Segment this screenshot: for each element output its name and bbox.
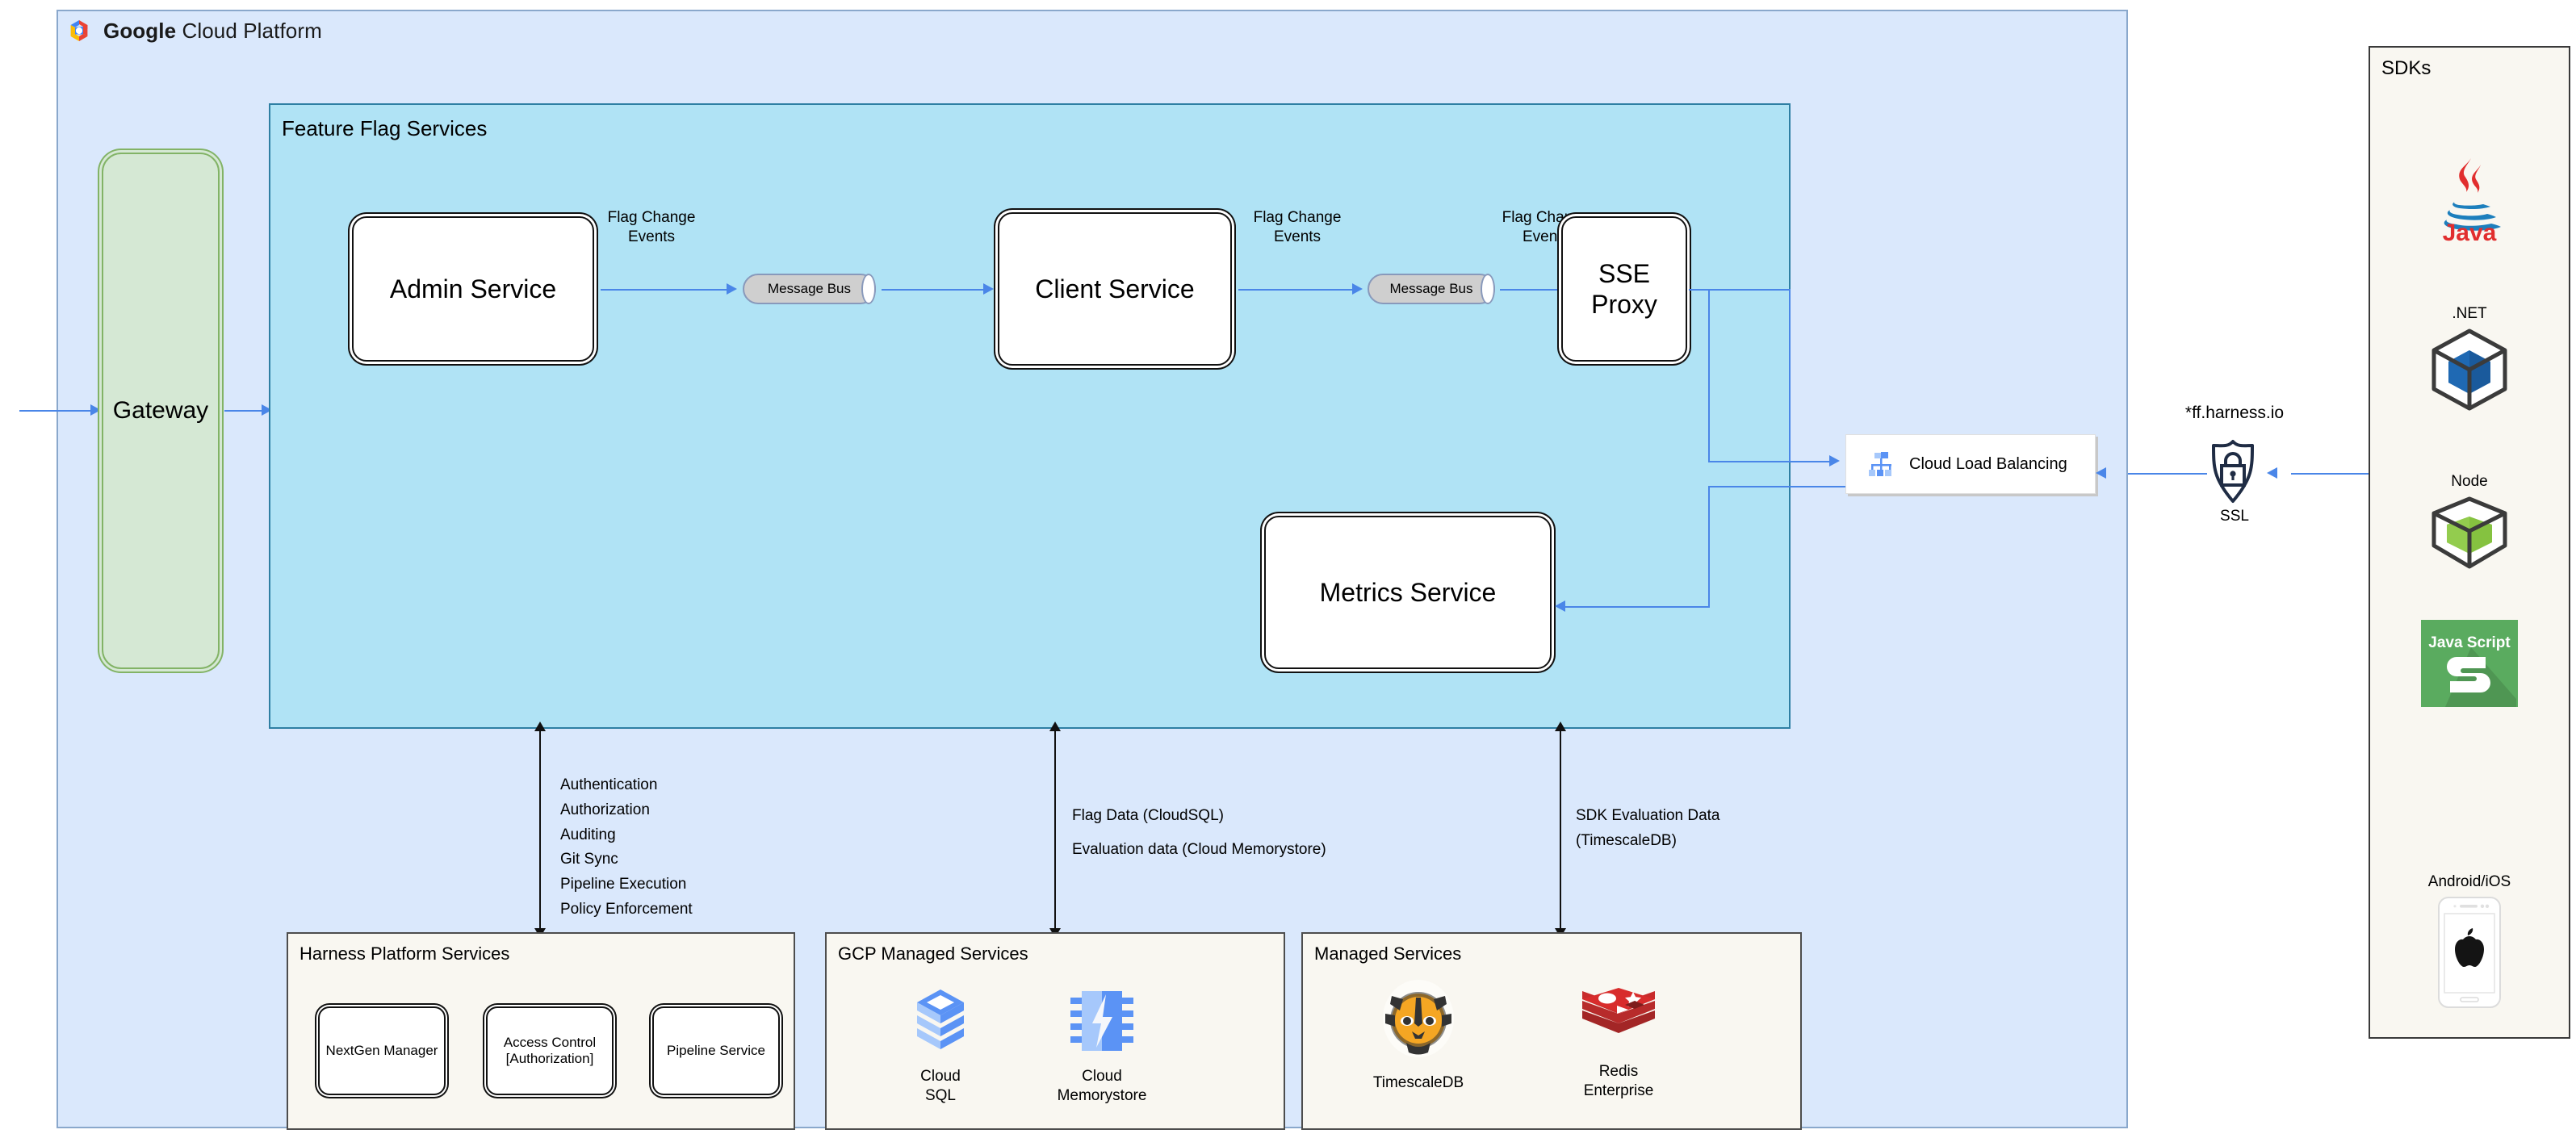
admin-to-bus-arrowhead — [727, 283, 737, 295]
gateway-node[interactable]: Gateway — [102, 153, 220, 669]
gateway-out-line — [224, 410, 265, 412]
ssl-to-lb-arrowhead — [2096, 467, 2106, 479]
message-bus-1[interactable]: Message Bus — [743, 274, 876, 304]
sdk-item-java[interactable]: Java — [2369, 153, 2570, 242]
gcp-managed-services-title: GCP Managed Services — [838, 943, 1028, 964]
harness-service-access-control[interactable]: Access Control [Authorization] — [486, 1006, 614, 1095]
cloud-sql-icon — [917, 989, 964, 1049]
harness-link-line — [539, 728, 541, 933]
lb-metrics-arrowhead — [1555, 600, 1565, 612]
sdk-item-node[interactable]: Node — [2369, 473, 2570, 571]
managed-services-title: Managed Services — [1314, 943, 1462, 964]
cloud-load-balancing-card[interactable]: Cloud Load Balancing — [1845, 434, 2096, 494]
sdk-to-ssl-arrowhead — [2267, 467, 2277, 479]
bus-to-sse-line — [1500, 289, 1569, 291]
cloud-load-balancing-icon — [1869, 452, 1891, 476]
sdks-title: SDKs — [2381, 57, 2431, 79]
gcp-item-cloud-sql[interactable]: Cloud SQL — [888, 986, 993, 1106]
client-to-bus-arrowhead — [1352, 283, 1363, 295]
gcp-managed-services-panel: GCP Managed Services — [825, 932, 1285, 1130]
managed-item-timescaledb[interactable]: TimescaleDB — [1350, 977, 1487, 1093]
harness-service-pipeline-service[interactable]: Pipeline Service — [652, 1006, 780, 1095]
inbound-line — [19, 410, 92, 412]
google-cloud-logo-icon — [70, 20, 88, 41]
java-icon: Java — [2443, 158, 2501, 242]
sse-lb-seg-h2 — [1708, 461, 1833, 462]
bus-to-client-line — [882, 289, 986, 291]
gcp-item-cloud-memorystore[interactable]: Cloud Memorystore — [1033, 986, 1171, 1106]
gcp-data-annotation-2: Evaluation data (Cloud Memorystore) — [1072, 841, 1326, 858]
timescaledb-tiger-icon — [1383, 980, 1454, 1057]
flow-label-1: Flag Change Events — [607, 209, 696, 246]
cloud-memorystore-icon — [1070, 991, 1133, 1051]
dotnet-cube-icon — [2431, 328, 2507, 411]
managed-item-redis-label: Redis Enterprise — [1583, 1063, 1654, 1099]
sse-lb-seg-h1 — [1689, 289, 1791, 291]
svg-text:Java Script: Java Script — [2428, 634, 2511, 651]
client-service-node[interactable]: Client Service — [998, 212, 1232, 366]
redis-icon — [1582, 988, 1655, 1033]
platform-annotation: Authentication Authorization Auditing Gi… — [560, 776, 693, 918]
gcp-data-annotation-1: Flag Data (CloudSQL) — [1072, 807, 1224, 824]
sse-lb-drop — [1708, 289, 1710, 462]
managed-arrow-up — [1555, 722, 1566, 731]
bus-to-client-arrowhead — [983, 283, 994, 295]
metrics-service-node[interactable]: Metrics Service — [1264, 516, 1552, 669]
admin-to-bus-line — [601, 289, 730, 291]
cloud-load-balancing-label: Cloud Load Balancing — [1909, 454, 2067, 473]
sdk-item-dotnet-label: .NET — [2452, 305, 2487, 322]
managed-item-redis[interactable]: Redis Enterprise — [1550, 986, 1687, 1101]
gcp-managed-link-line — [1054, 728, 1056, 933]
ssl-label: SSL — [2220, 508, 2249, 525]
managed-item-timescaledb-label: TimescaleDB — [1372, 1074, 1464, 1091]
sse-lb-seg-v — [1789, 289, 1791, 462]
admin-service-node[interactable]: Admin Service — [352, 216, 594, 362]
harness-arrow-up — [534, 722, 546, 731]
mobile-apple-icon — [2438, 897, 2501, 1008]
gcp-managed-arrow-up — [1049, 722, 1061, 731]
gcp-title-bold: Google — [103, 18, 177, 43]
flow-label-2: Flag Change Events — [1253, 209, 1342, 246]
message-bus-2[interactable]: Message Bus — [1368, 274, 1495, 304]
gcp-item-cloud-sql-label: Cloud SQL — [920, 1068, 961, 1104]
sdk-item-android-ios-label: Android/iOS — [2427, 873, 2511, 890]
lb-metrics-seg-h2 — [1564, 606, 1710, 608]
svg-text:Java: Java — [2443, 220, 2497, 242]
sdk-item-javascript[interactable]: Java Script — [2369, 620, 2570, 707]
client-to-bus-line — [1238, 289, 1355, 291]
gcp-title-rest: Cloud Platform — [176, 18, 322, 43]
lb-metrics-seg-v — [1708, 486, 1710, 607]
ssl-shield-lock-icon — [2202, 438, 2264, 508]
sdk-item-node-label: Node — [2451, 473, 2488, 490]
sdk-item-android-ios[interactable]: Android/iOS — [2369, 873, 2570, 1009]
domain-label: *ff.harness.io — [2184, 404, 2285, 422]
sdk-to-ssl-line — [2291, 473, 2369, 475]
lb-metrics-seg-h1 — [1708, 486, 1849, 487]
sse-proxy-node[interactable]: SSE Proxy — [1561, 216, 1687, 362]
gcp-title: Google Cloud Platform — [103, 19, 322, 44]
feature-flag-services-title: Feature Flag Services — [282, 116, 488, 140]
ssl-to-lb-line — [2128, 473, 2207, 475]
sdk-item-dotnet[interactable]: .NET — [2369, 305, 2570, 412]
javascript-icon: Java Script — [2421, 620, 2518, 707]
managed-link-line — [1560, 728, 1561, 933]
managed-services-panel: Managed Services — [1301, 932, 1802, 1130]
gcp-header: Google Cloud Platform — [66, 18, 322, 44]
harness-platform-services-title: Harness Platform Services — [299, 943, 510, 964]
managed-data-annotation: SDK Evaluation Data (TimescaleDB) — [1576, 807, 1720, 849]
inbound-arrowhead — [90, 404, 101, 416]
gcp-item-cloud-memorystore-label: Cloud Memorystore — [1057, 1068, 1147, 1104]
sse-lb-arrowhead — [1829, 455, 1840, 466]
harness-service-nextgen-manager[interactable]: NextGen Manager — [318, 1006, 446, 1095]
feature-flag-services-region: Feature Flag Services — [269, 103, 1791, 729]
node-cube-icon — [2431, 496, 2507, 569]
